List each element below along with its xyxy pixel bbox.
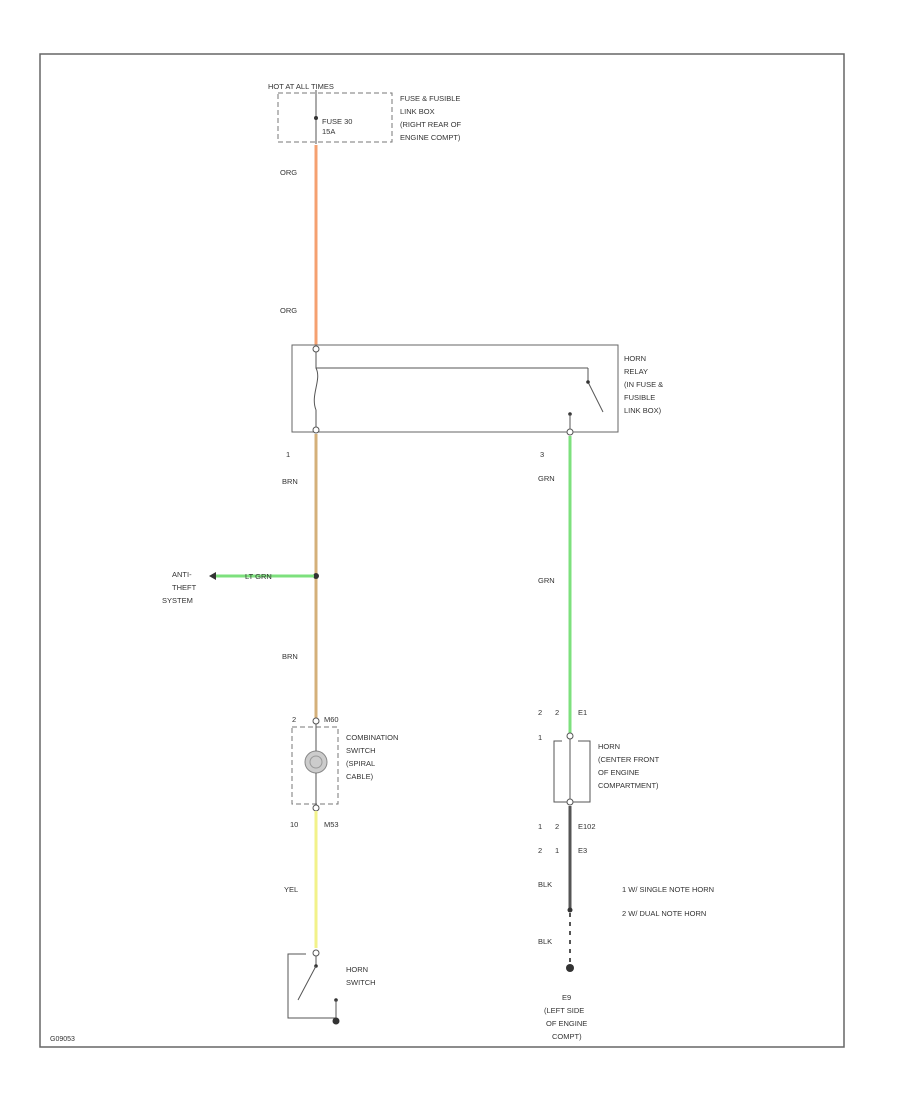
- wire-label-brn-2: BRN: [282, 652, 298, 661]
- horn-bottom-row2-c: E3: [578, 846, 587, 855]
- spiral-cable-inner: [309, 755, 323, 769]
- horn-switch-outline: [287, 953, 336, 1019]
- splice-point: [313, 573, 319, 579]
- horn-top-pin-2: 2: [555, 708, 559, 717]
- comb-switch-top-code: M60: [324, 715, 339, 724]
- legend-item-2: 2 W/ DUAL NOTE HORN: [622, 909, 706, 918]
- fuse-box-label-3: (RIGHT REAR OF: [400, 120, 462, 129]
- relay-pin-left: 1: [286, 450, 290, 459]
- comb-switch-bottom-pin: 10: [290, 820, 298, 829]
- wire-label-yel: YEL: [284, 885, 298, 894]
- ground-label-2: OF ENGINE: [546, 1019, 587, 1028]
- ground-icon: [332, 1017, 340, 1025]
- anti-theft-label-1: ANTI-: [172, 570, 192, 579]
- horn-bottom-row1-b: 2: [555, 822, 559, 831]
- fuse-dot: [314, 116, 318, 120]
- fuse-box-label-4: ENGINE COMPT): [400, 133, 461, 142]
- horn-bottom-row2-b: 1: [555, 846, 559, 855]
- relay-pin-1: [312, 426, 320, 434]
- comb-switch-label-2: SWITCH: [346, 746, 376, 755]
- horn-bottom-row2-a: 2: [538, 846, 542, 855]
- relay-pivot: [586, 380, 590, 384]
- horn-pin-bottom: [566, 798, 574, 806]
- horn-label-1: HORN: [598, 742, 620, 751]
- horn-switch-arm: [297, 965, 317, 1001]
- black-wire-splice: [567, 907, 573, 913]
- comb-switch-outline: [291, 726, 339, 805]
- wire-label-blk-1: BLK: [538, 880, 552, 889]
- comb-switch-label-4: CABLE): [346, 772, 374, 781]
- relay-internal-top: [315, 352, 588, 369]
- comb-switch-label-3: (SPIRAL: [346, 759, 375, 768]
- relay-pin-3: [566, 428, 574, 436]
- fuse-box: HOT AT ALL TIMES FUSE 30 15A FUSE & FUSI…: [268, 82, 462, 144]
- horn-body: [553, 740, 591, 803]
- wire-label-brn-1: BRN: [282, 477, 298, 486]
- fuse-box-label-2: LINK BOX: [400, 107, 435, 116]
- anti-theft-label-2: THEFT: [172, 583, 197, 592]
- fuse-box-label-1: FUSE & FUSIBLE: [400, 94, 460, 103]
- diagram-frame: [39, 53, 845, 1048]
- fuse-label: FUSE 30: [322, 117, 352, 126]
- ground-point-icon: [566, 964, 574, 972]
- horn-bottom-row1-a: 1: [538, 822, 542, 831]
- horn-top-pin-1: 2: [538, 708, 542, 717]
- hot-at-all-times-label: HOT AT ALL TIMES: [268, 82, 334, 91]
- comb-switch-top-pin: 2: [292, 715, 296, 724]
- relay-label-5: LINK BOX): [624, 406, 662, 415]
- arrow-left-icon: [209, 572, 216, 580]
- relay-switch-arm: [587, 381, 604, 413]
- relay-pin-right: 3: [540, 450, 544, 459]
- horn-label-2: (CENTER FRONT: [598, 755, 660, 764]
- wire-label-org-1: ORG: [280, 168, 297, 177]
- horn-switch-pin: [312, 949, 320, 957]
- relay-coil: [313, 367, 319, 428]
- relay-label-2: RELAY: [624, 367, 648, 376]
- horn-top-connector: E1: [578, 708, 587, 717]
- fuse-rating: 15A: [322, 127, 335, 136]
- wire-label-lt-grn: LT GRN: [245, 572, 272, 581]
- relay-label-4: FUSIBLE: [624, 393, 655, 402]
- legend: 1 W/ SINGLE NOTE HORN 2 W/ DUAL NOTE HOR…: [622, 885, 714, 918]
- horn-label-3: OF ENGINE: [598, 768, 639, 777]
- legend-item-1: 1 W/ SINGLE NOTE HORN: [622, 885, 714, 894]
- relay-label-3: (IN FUSE &: [624, 380, 663, 389]
- diagram-id: G09053: [50, 1036, 75, 1043]
- spiral-cable-icon: [304, 750, 328, 774]
- horn: 2 2 E1 1 HORN (CENTER FRONT OF ENGINE CO…: [538, 708, 660, 855]
- ground-label-1: (LEFT SIDE: [544, 1006, 584, 1015]
- horn-top-pin-b: 1: [538, 733, 542, 742]
- wire-label-grn-1: GRN: [538, 474, 555, 483]
- horn-bottom-row1-c: E102: [578, 822, 596, 831]
- horn-relay: 1 3 HORN RELAY (IN FUSE & FUSIBLE LINK B…: [286, 344, 663, 459]
- comb-switch-bottom-code: M53: [324, 820, 339, 829]
- horn-switch: HORN SWITCH: [287, 949, 376, 1025]
- anti-theft-label-3: SYSTEM: [162, 596, 193, 605]
- relay-label-1: HORN: [624, 354, 646, 363]
- horn-label-4: COMPARTMENT): [598, 781, 659, 790]
- horn-switch-label-1: HORN: [346, 965, 368, 974]
- wire-label-org-2: ORG: [280, 306, 297, 315]
- comb-switch-pin-top: [312, 717, 320, 725]
- comb-switch-label-1: COMBINATION: [346, 733, 398, 742]
- combination-switch: 2 M60 COMBINATION SWITCH (SPIRAL CABLE) …: [290, 715, 398, 829]
- fuse-box-outline: [277, 92, 393, 143]
- relay-pin-top: [312, 345, 320, 353]
- horn-pin-top: [566, 732, 574, 740]
- ground-id: E9: [562, 993, 571, 1002]
- comb-switch-pin-bottom: [312, 804, 320, 812]
- horn-relay-box: [291, 344, 619, 433]
- ground-label-3: COMPT): [552, 1032, 582, 1041]
- wire-label-blk-2: BLK: [538, 937, 552, 946]
- horn-switch-label-2: SWITCH: [346, 978, 376, 987]
- wire-label-grn-2: GRN: [538, 576, 555, 585]
